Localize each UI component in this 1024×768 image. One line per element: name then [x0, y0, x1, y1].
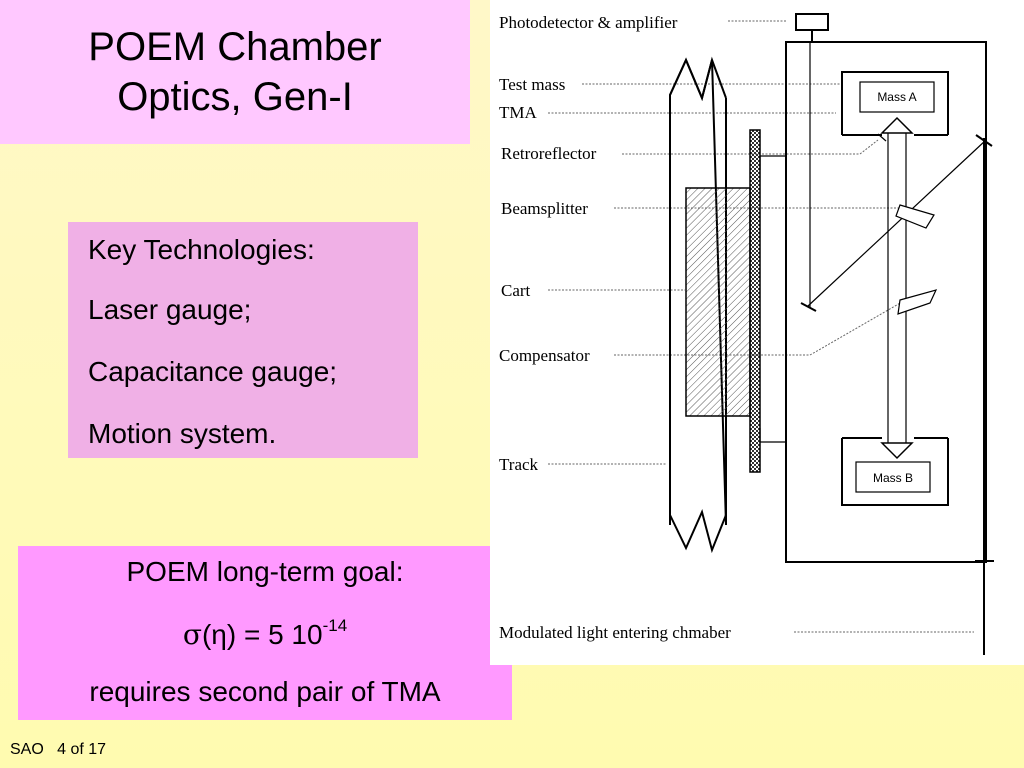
- goal-box: POEM long-term goal: σ(η) = 5 10-14 requ…: [18, 546, 512, 720]
- label-beamsplitter: Beamsplitter: [501, 199, 588, 218]
- label-modulated-light: Modulated light entering chmaber: [499, 623, 731, 642]
- sigma-symbol: σ: [182, 618, 202, 651]
- mass-a-label: Mass A: [877, 90, 916, 104]
- label-track: Track: [499, 455, 539, 474]
- slide-footer: SAO 4 of 17: [10, 741, 107, 758]
- mass-b-label: Mass B: [873, 471, 913, 485]
- key-technologies-heading: Key Technologies:: [88, 234, 315, 265]
- label-cart: Cart: [501, 281, 531, 300]
- goal-heading: POEM long-term goal:: [126, 556, 404, 587]
- label-retroreflector: Retroreflector: [501, 144, 597, 163]
- slide-title-line-2: Optics, Gen-I: [117, 75, 353, 119]
- title-box: POEM Chamber Optics, Gen-I: [0, 0, 470, 144]
- goal-formula: σ(η) = 5 10-14: [18, 615, 512, 651]
- optics-diagram: Photodetector & amplifier Test mass TMA …: [499, 13, 994, 655]
- label-compensator: Compensator: [499, 346, 590, 365]
- label-test-mass: Test mass: [499, 75, 565, 94]
- label-tma: TMA: [499, 103, 538, 122]
- slide-title-line-1: POEM Chamber: [88, 25, 382, 69]
- optics-diagram-panel: Photodetector & amplifier Test mass TMA …: [490, 0, 1024, 665]
- goal-expression: (η) = 5 10: [201, 619, 323, 650]
- goal-exponent: -14: [322, 615, 348, 635]
- label-photodetector: Photodetector & amplifier: [499, 13, 678, 32]
- key-technology-item: Laser gauge;: [88, 294, 252, 325]
- key-technology-item: Capacitance gauge;: [88, 356, 338, 387]
- key-technologies-box: Key Technologies: Laser gauge; Capacitan…: [68, 222, 418, 458]
- goal-requirement: requires second pair of TMA: [89, 676, 441, 707]
- key-technology-item: Motion system.: [88, 418, 277, 449]
